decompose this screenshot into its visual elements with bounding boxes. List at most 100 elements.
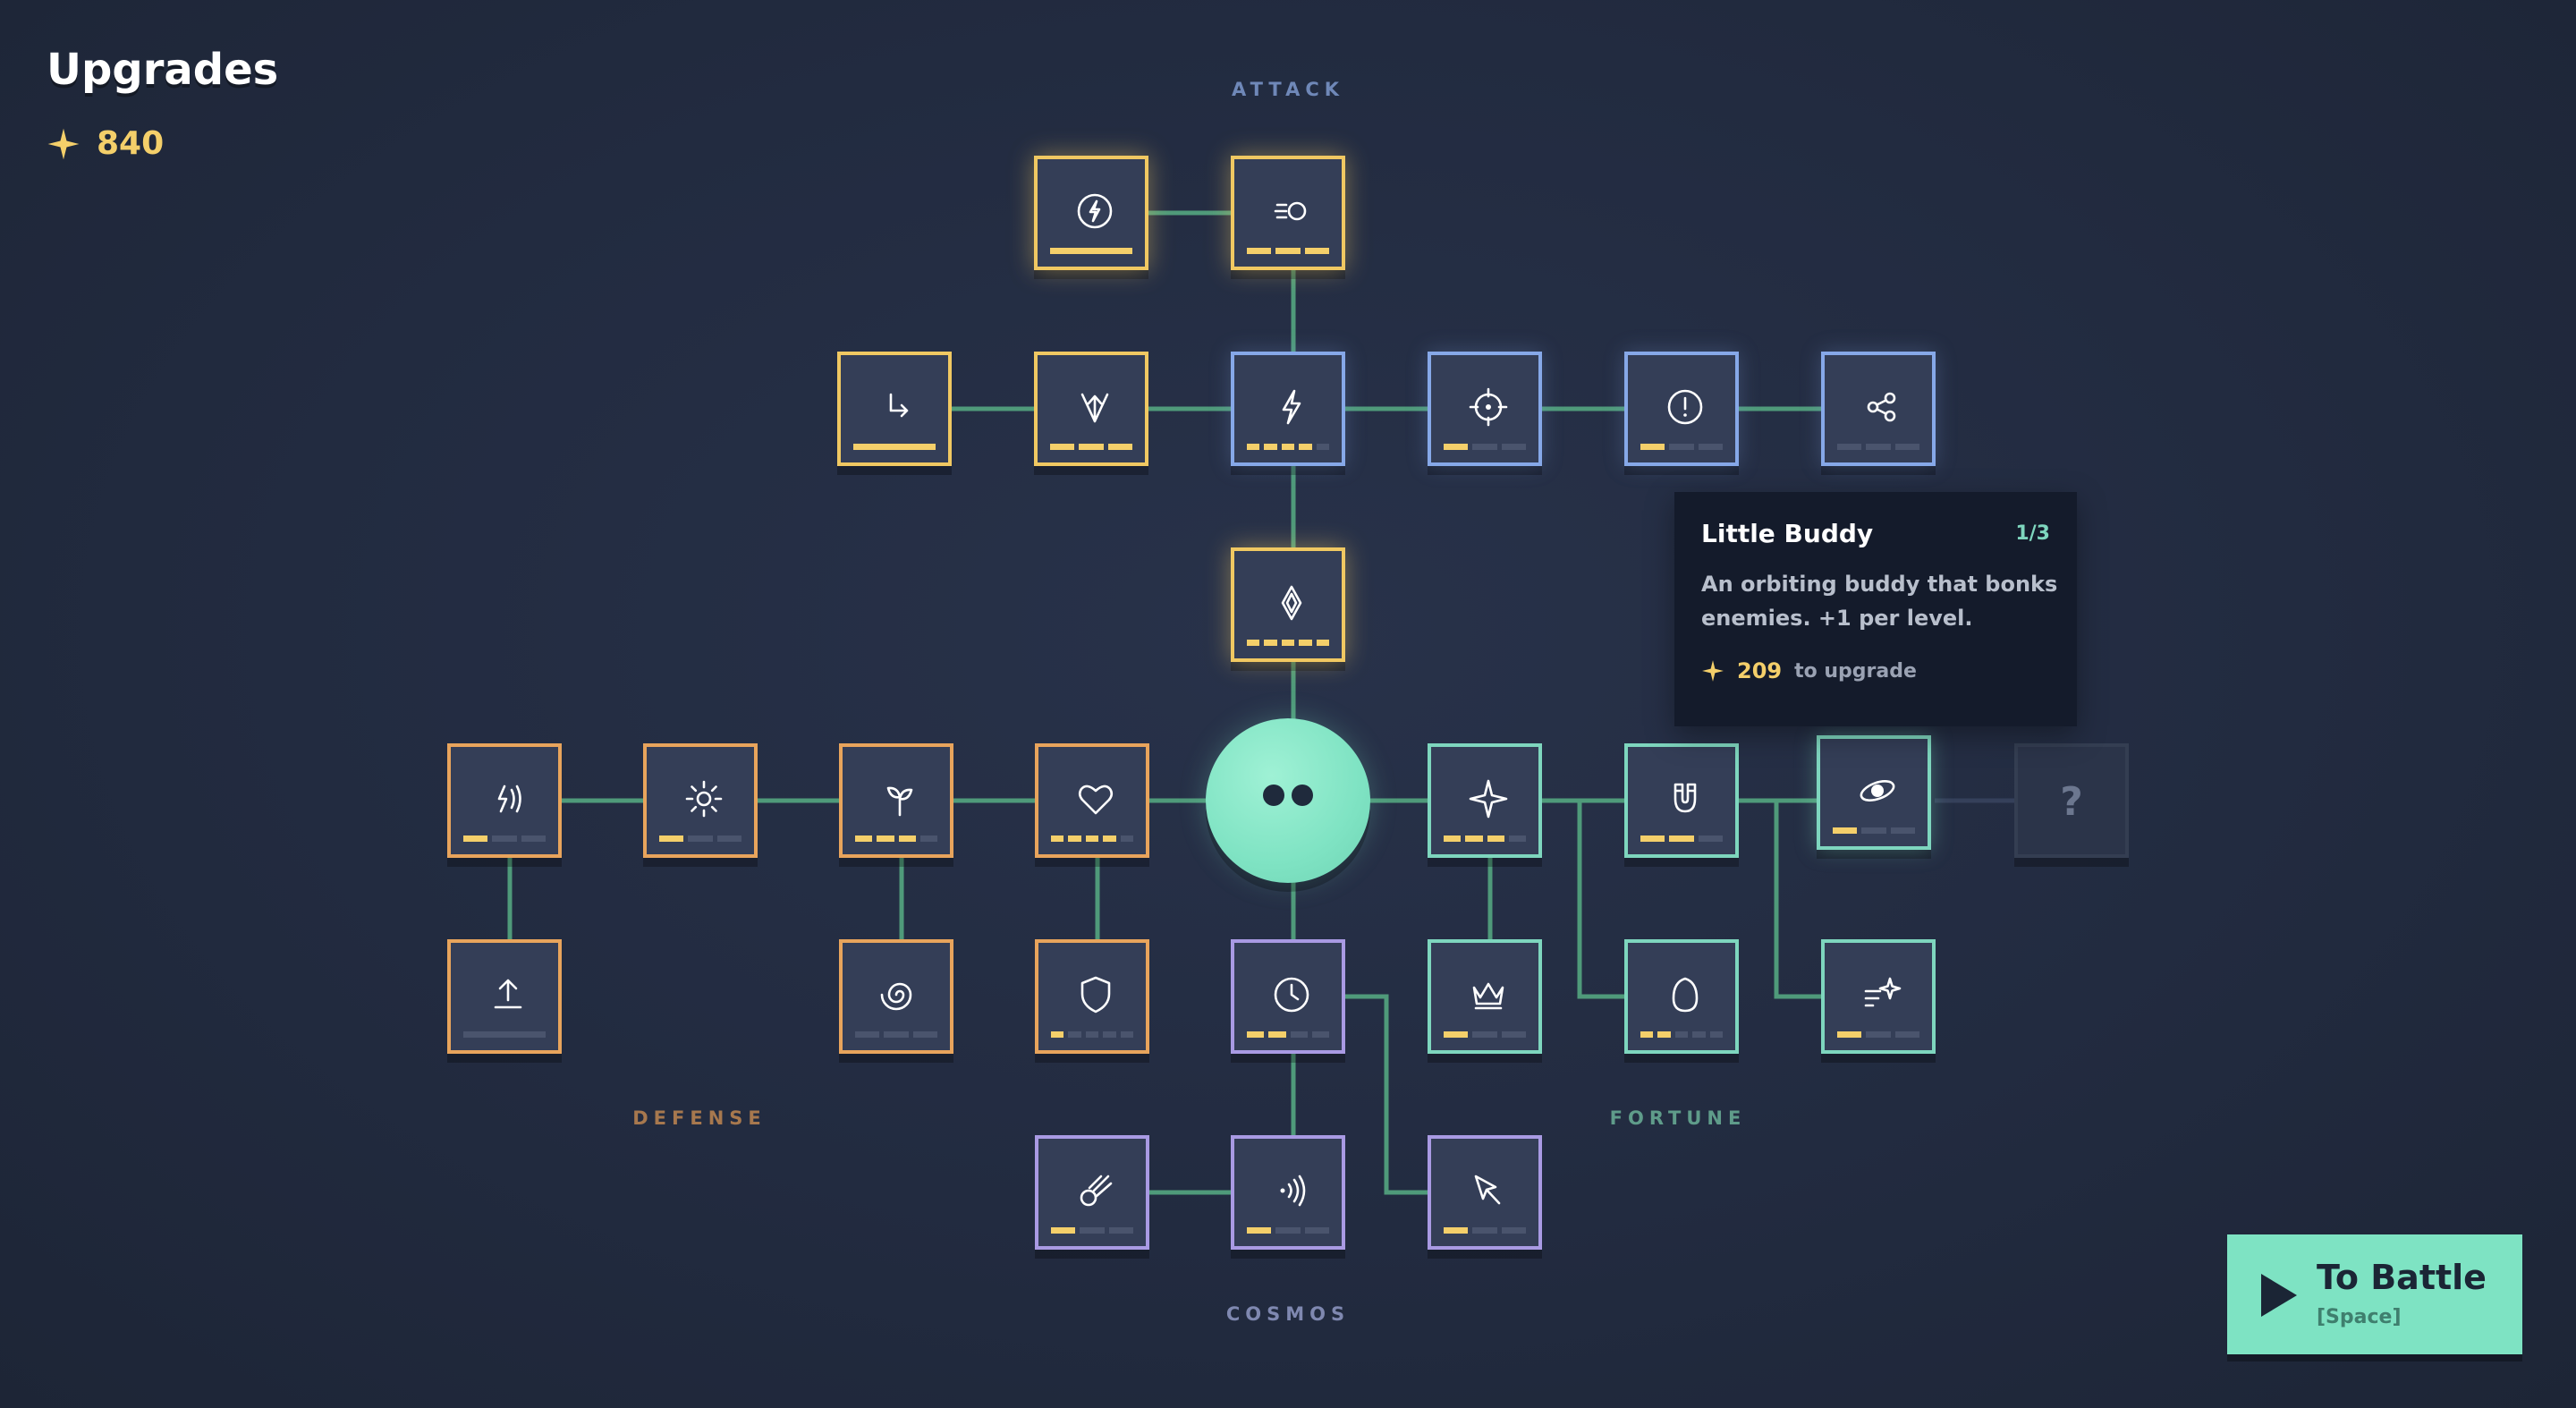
upgrade-node-power[interactable]: [1231, 352, 1345, 466]
upgrade-node-vortex[interactable]: [839, 939, 953, 1054]
upgrade-node-lightning-circle[interactable]: [1034, 156, 1148, 270]
heart-icon: [1074, 777, 1117, 820]
upgrade-node-shield[interactable]: [1035, 939, 1149, 1054]
upgrade-node-wish[interactable]: [1821, 939, 1936, 1054]
level-pip: [1085, 1031, 1099, 1038]
level-pip: [1890, 827, 1915, 834]
upgrade-node-upload[interactable]: [447, 939, 562, 1054]
level-progress: [1444, 1227, 1526, 1234]
to-battle-label: To Battle: [2317, 1258, 2487, 1297]
level-pip: [1268, 1031, 1286, 1038]
level-pip: [1247, 640, 1260, 646]
upgrade-node-sparkle[interactable]: [1428, 743, 1542, 858]
level-pip: [1698, 444, 1723, 450]
to-battle-button[interactable]: To Battle [Space]: [2227, 1234, 2522, 1354]
upgrade-node-little-buddy[interactable]: [1817, 735, 1931, 850]
level-pip: [1866, 1031, 1891, 1038]
upgrade-node-crystal[interactable]: [1231, 547, 1345, 662]
level-pip: [1264, 640, 1277, 646]
level-pip: [1085, 835, 1099, 842]
level-pip: [1275, 248, 1301, 254]
level-pip: [1501, 1031, 1526, 1038]
sun-icon: [682, 777, 725, 820]
level-pip: [855, 835, 873, 842]
meteor-icon: [1074, 1169, 1117, 1212]
sparkle-icon: [1467, 777, 1510, 820]
upgrade-node-crown[interactable]: [1428, 939, 1542, 1054]
level-pip: [1833, 827, 1858, 834]
level-pip: [688, 835, 713, 842]
level-pip: [884, 1031, 909, 1038]
level-pip: [1281, 640, 1295, 646]
level-pip: [1444, 444, 1469, 450]
upgrade-node-chain[interactable]: [1821, 352, 1936, 466]
level-pip: [1304, 1227, 1329, 1234]
upgrade-node-locked[interactable]: ?: [2014, 743, 2129, 858]
upgrade-node-cursor[interactable]: [1428, 1135, 1542, 1250]
buddy-character[interactable]: [1206, 718, 1370, 883]
level-progress: [1050, 444, 1132, 450]
level-pip: [1068, 1031, 1081, 1038]
level-pip: [1281, 444, 1295, 450]
play-icon: [2261, 1274, 2297, 1317]
level-pip: [1051, 1031, 1064, 1038]
level-pip: [1444, 1031, 1469, 1038]
level-pip: [1299, 640, 1312, 646]
section-label-defense: DEFENSE: [632, 1107, 767, 1129]
level-pip: [1894, 444, 1919, 450]
level-progress: [1640, 444, 1723, 450]
upgrade-node-sunlight[interactable]: [643, 743, 758, 858]
upgrade-node-pulse[interactable]: [1231, 1135, 1345, 1250]
tooltip-cost: 209 to upgrade: [1701, 658, 1917, 683]
upgrade-node-critical[interactable]: [1624, 352, 1739, 466]
upgrade-node-spread-shot[interactable]: [1034, 352, 1148, 466]
level-pip: [1487, 835, 1504, 842]
upgrade-node-ricochet[interactable]: [837, 352, 952, 466]
rapid-shot-icon: [1270, 190, 1313, 233]
level-pip: [1050, 444, 1075, 450]
level-pip: [1080, 1227, 1105, 1234]
upgrade-node-magnet[interactable]: [1624, 743, 1739, 858]
level-pip: [1837, 444, 1862, 450]
level-pip: [1657, 1031, 1671, 1038]
level-pip: [877, 835, 894, 842]
upgrade-node-health[interactable]: [1035, 743, 1149, 858]
upgrade-node-time[interactable]: [1231, 939, 1345, 1054]
level-pip: [1050, 248, 1132, 254]
tooltip-cost-value: 209: [1737, 658, 1783, 683]
level-pip: [1079, 444, 1104, 450]
level-progress: [1051, 835, 1134, 842]
upgrade-node-meteor[interactable]: [1035, 1135, 1149, 1250]
sound-wave-icon: [487, 777, 530, 820]
level-pip: [1299, 444, 1312, 450]
upgrade-node-regrowth[interactable]: [839, 743, 953, 858]
level-progress: [1837, 444, 1919, 450]
level-pip: [1316, 640, 1330, 646]
level-pip: [1107, 444, 1132, 450]
upgrade-node-rapid-shot[interactable]: [1231, 156, 1345, 270]
level-pip: [898, 835, 916, 842]
level-pip: [1669, 444, 1694, 450]
level-pip: [1304, 248, 1329, 254]
level-progress: [1833, 827, 1915, 834]
level-pip: [1247, 1227, 1272, 1234]
level-progress: [853, 444, 936, 450]
upgrade-node-shockwave[interactable]: [447, 743, 562, 858]
level-pip: [1264, 444, 1277, 450]
broadcast-icon: [1270, 1169, 1313, 1212]
level-pip: [1444, 1227, 1469, 1234]
level-pip: [1316, 444, 1330, 450]
orbit-icon: [1856, 769, 1899, 812]
level-pip: [1472, 444, 1497, 450]
upgrade-node-egg[interactable]: [1624, 939, 1739, 1054]
level-pip: [855, 1031, 880, 1038]
level-pip: [1640, 835, 1665, 842]
section-label-cosmos: COSMOS: [1225, 1303, 1351, 1325]
level-progress: [463, 1031, 546, 1038]
sparkle-icon: [47, 128, 80, 159]
upgrade-node-crosshair[interactable]: [1428, 352, 1542, 466]
level-pip: [659, 835, 684, 842]
question-icon: ?: [2060, 779, 2083, 825]
currency-amount: 840: [97, 125, 165, 162]
level-pip: [1275, 1227, 1301, 1234]
